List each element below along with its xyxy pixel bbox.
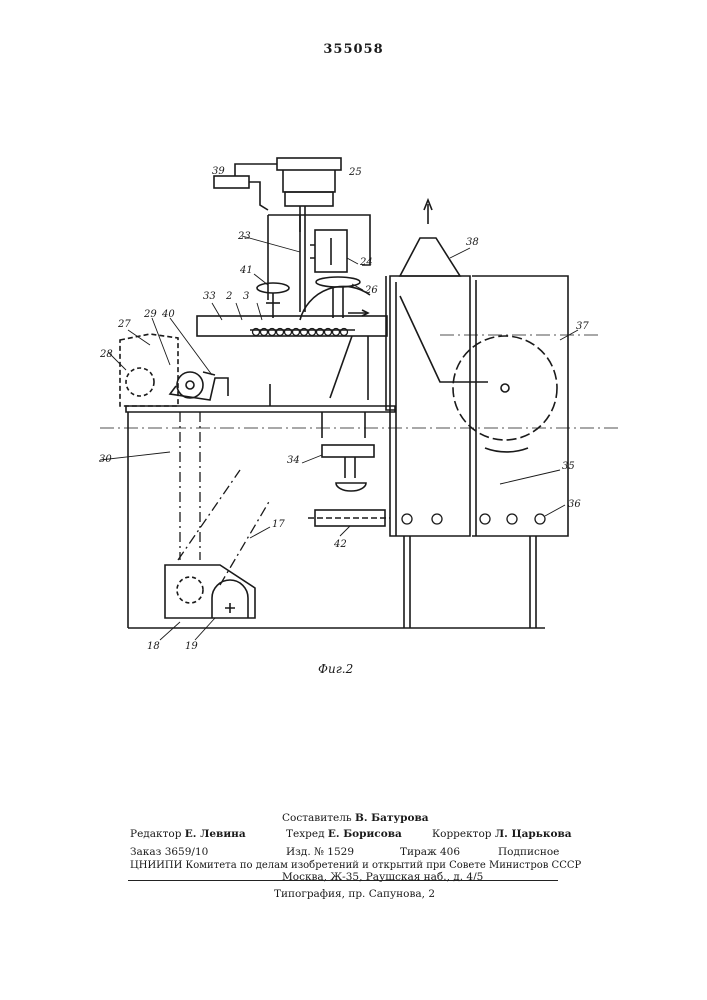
order-number: Заказ 3659/10 (130, 846, 208, 859)
unit-34 (322, 412, 374, 491)
label-29: 29 (144, 310, 157, 320)
cylinder-24 (310, 230, 347, 272)
housing-35 (386, 276, 488, 536)
label-18: 18 (147, 642, 160, 652)
motor-18 (165, 565, 255, 618)
edition-number: Изд. № 1529 (286, 846, 354, 859)
label-23: 23 (238, 232, 251, 242)
subscription: Подписное (498, 846, 559, 859)
part-42 (308, 510, 390, 526)
label-34: 34 (287, 456, 300, 466)
divider (128, 880, 558, 881)
label-30: 30 (99, 455, 112, 465)
label-28: 28 (100, 350, 113, 360)
label-35: 35 (562, 462, 575, 472)
label-19: 19 (185, 642, 198, 652)
drive-unit-25 (277, 158, 341, 206)
corrector-name: Л. Царькова (495, 828, 572, 840)
corrector-line: Корректор Л. Царькова (432, 828, 572, 841)
composer-label: Составитель (282, 812, 352, 824)
editor-line: Редактор Е. Левина (130, 828, 246, 841)
label-38: 38 (466, 238, 479, 248)
printer: Типография, пр. Сапунова, 2 (274, 888, 435, 901)
circulation: Тираж 406 (400, 846, 460, 859)
editor-name: Е. Левина (185, 828, 246, 840)
label-40: 40 (162, 310, 175, 320)
pulley-27 (126, 368, 154, 396)
label-36: 36 (568, 500, 581, 510)
label-26: 26 (365, 286, 378, 296)
address: Москва, Ж-35, Раушская наб., д. 4/5 (282, 871, 483, 884)
techred-label: Техред (286, 828, 325, 840)
label-24: 24 (360, 258, 373, 268)
label-37: 37 (576, 322, 589, 332)
figure-caption: Фиг.2 (318, 662, 353, 676)
composer-name: В. Батурова (355, 812, 429, 824)
belt-17 (178, 412, 270, 585)
label-33: 33 (203, 292, 216, 302)
label-3: 3 (243, 292, 249, 302)
pulley-19 (212, 580, 248, 618)
label-41: 41 (240, 266, 253, 276)
label-27: 27 (118, 320, 131, 330)
disk-41 (257, 283, 289, 318)
techred-line: Техред Е. Борисова (286, 828, 402, 841)
main-frame-30 (126, 384, 545, 628)
label-17: 17 (272, 520, 285, 530)
label-25: 25 (349, 168, 362, 178)
hood-38 (400, 200, 460, 276)
leader-lines (100, 236, 578, 640)
label-42: 42 (334, 540, 347, 550)
editor-label: Редактор (130, 828, 181, 840)
label-39: 39 (212, 167, 225, 177)
composer-line: Составитель В. Батурова (282, 812, 429, 825)
bolts-36 (402, 514, 545, 524)
corrector-label: Корректор (432, 828, 492, 840)
label-2: 2 (226, 292, 232, 302)
techred-name: Е. Борисова (328, 828, 402, 840)
